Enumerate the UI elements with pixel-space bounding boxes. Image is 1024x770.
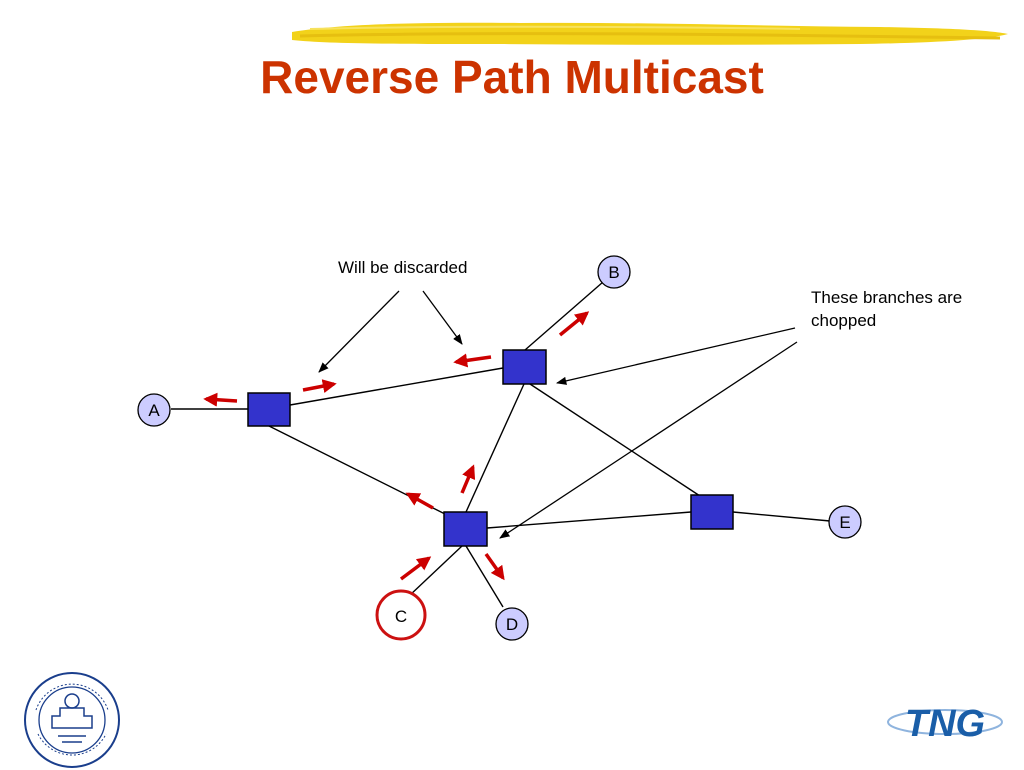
router-node xyxy=(690,494,734,530)
node-c-source: C xyxy=(375,589,427,641)
link-r3-r4 xyxy=(486,511,692,529)
pointer-chopped-upper xyxy=(555,327,796,385)
slide-title: Reverse Path Multicast xyxy=(260,51,764,103)
pointer-discard-left xyxy=(318,290,400,373)
packet-arrow xyxy=(484,552,505,581)
node-a: A xyxy=(137,393,171,427)
annotation-pointers xyxy=(318,290,798,539)
tng-logo: TNG xyxy=(887,703,1003,744)
link-r3-d xyxy=(465,545,504,608)
packet-arrow xyxy=(399,556,432,581)
node-d: D xyxy=(495,607,529,641)
annotation-branches-chopped: These branches are chopped xyxy=(811,288,963,330)
link-r2-r4 xyxy=(529,383,701,497)
pointer-discard-right xyxy=(422,290,463,345)
packet-arrow xyxy=(203,392,238,407)
packet-arrow xyxy=(453,353,492,368)
node-label-a: A xyxy=(148,401,160,420)
node-label-e: E xyxy=(839,513,850,532)
node-label-b: B xyxy=(608,263,619,282)
node-e: E xyxy=(828,505,862,539)
packet-arrow xyxy=(405,492,434,510)
link-r3-c xyxy=(408,545,463,597)
router-node xyxy=(247,392,291,427)
network-links xyxy=(171,281,831,608)
packet-arrow xyxy=(558,311,590,337)
yellow-banner xyxy=(292,22,1008,45)
packet-arrow xyxy=(460,464,476,494)
node-b: B xyxy=(597,255,631,289)
link-r4-e xyxy=(732,511,831,522)
link-r2-r3 xyxy=(465,383,525,513)
node-label-c: C xyxy=(395,607,407,626)
router-node xyxy=(443,511,488,547)
politecnico-seal-logo xyxy=(24,672,120,768)
host-nodes: A B C D E xyxy=(137,255,862,641)
link-r2-b xyxy=(524,281,604,351)
pointer-chopped-lower xyxy=(499,341,798,539)
packet-flow-arrows xyxy=(203,311,590,581)
link-r1-r2 xyxy=(289,367,504,406)
node-label-d: D xyxy=(506,615,518,634)
routers xyxy=(247,349,734,547)
router-node xyxy=(502,349,547,385)
annotation-will-be-discarded: Will be discarded xyxy=(338,258,468,277)
packet-arrow xyxy=(302,379,337,394)
svg-text:TNG: TNG xyxy=(905,703,985,744)
